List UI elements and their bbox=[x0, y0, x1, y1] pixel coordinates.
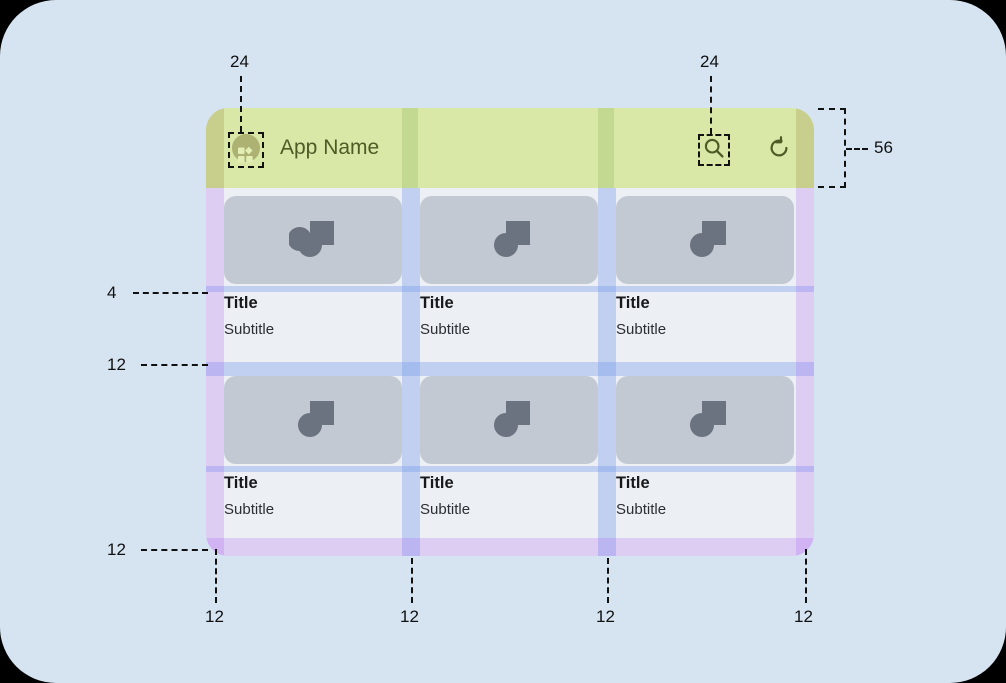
card-text: Title Subtitle bbox=[224, 464, 402, 519]
annotation-label-gutter-left: 12 bbox=[205, 607, 224, 626]
appbar-gutter-overlay-2 bbox=[598, 108, 614, 188]
card-media bbox=[224, 196, 402, 284]
annotation-leader-gutter-left bbox=[215, 549, 217, 603]
card-media bbox=[616, 376, 794, 464]
card-title: Title bbox=[224, 294, 258, 312]
card-title: Title bbox=[224, 474, 258, 492]
card-subtitle: Subtitle bbox=[616, 321, 667, 338]
search-button[interactable] bbox=[700, 134, 728, 162]
card-title: Title bbox=[616, 474, 650, 492]
annotation-leader-row-gap bbox=[141, 364, 208, 366]
card[interactable]: Title Subtitle bbox=[224, 376, 402, 548]
annotation-label-gutter-mid-1: 12 bbox=[400, 607, 419, 626]
annotation-leader-title-spacing bbox=[133, 292, 208, 294]
app-bar: App Name bbox=[206, 108, 814, 188]
refresh-button[interactable] bbox=[766, 135, 792, 161]
card-text: Title Subtitle bbox=[616, 464, 794, 519]
card[interactable]: Title Subtitle bbox=[616, 376, 794, 548]
card[interactable]: Title Subtitle bbox=[420, 376, 598, 548]
card-subtitle: Subtitle bbox=[420, 321, 471, 338]
menu-icon-backdrop bbox=[232, 134, 260, 162]
annotation-label-menu-icon-size: 24 bbox=[230, 52, 249, 71]
annotation-leader-gutter-right bbox=[805, 549, 807, 603]
refresh-icon bbox=[770, 136, 788, 157]
card-text: Title Subtitle bbox=[224, 284, 402, 339]
card-text: Title Subtitle bbox=[616, 284, 794, 339]
app-mockup-frame: App Name bbox=[206, 108, 814, 556]
annotation-label-bottom-padding: 12 bbox=[107, 540, 126, 559]
annotation-leader-bottom-padding bbox=[141, 549, 208, 551]
card-subtitle: Subtitle bbox=[224, 321, 275, 338]
annotation-label-appbar-height: 56 bbox=[874, 138, 893, 157]
card-media bbox=[420, 376, 598, 464]
card[interactable]: Title Subtitle bbox=[224, 196, 402, 368]
card-title: Title bbox=[420, 294, 454, 312]
card-subtitle: Subtitle bbox=[616, 501, 667, 518]
card-media bbox=[224, 376, 402, 464]
card[interactable]: Title Subtitle bbox=[616, 196, 794, 368]
card-subtitle: Subtitle bbox=[420, 501, 471, 518]
apps-grid-icon bbox=[238, 146, 253, 163]
annotation-label-row-gap: 12 bbox=[107, 355, 126, 374]
card-text: Title Subtitle bbox=[420, 464, 598, 519]
appbar-padding-right-overlay bbox=[796, 108, 814, 188]
card-media bbox=[420, 196, 598, 284]
card-title: Title bbox=[616, 294, 650, 312]
card-row: Title Subtitle Title Subtitle bbox=[206, 376, 814, 548]
image-placeholder-icon bbox=[289, 221, 334, 257]
annotation-leader-gutter-mid-2 bbox=[607, 558, 609, 603]
card-subtitle: Subtitle bbox=[224, 501, 275, 518]
image-placeholder-icon bbox=[298, 401, 334, 437]
annotation-leader-search-icon bbox=[710, 76, 712, 134]
annotation-label-gutter-mid-2: 12 bbox=[596, 607, 615, 626]
annotation-leader-menu-icon bbox=[240, 76, 242, 132]
annotation-bracket-appbar-height bbox=[818, 108, 846, 188]
annotation-label-gutter-right: 12 bbox=[794, 607, 813, 626]
annotation-leader-gutter-mid-1 bbox=[411, 558, 413, 603]
app-bar-title: App Name bbox=[280, 136, 380, 159]
card-title: Title bbox=[420, 474, 454, 492]
annotation-leader-appbar-height bbox=[846, 148, 868, 150]
card-row: Title Subtitle Title Subtitle bbox=[206, 196, 814, 368]
image-placeholder-icon bbox=[494, 221, 530, 257]
card-text: Title Subtitle bbox=[420, 284, 598, 339]
image-placeholder-icon bbox=[690, 221, 726, 257]
appbar-gutter-overlay-1 bbox=[402, 108, 418, 188]
appbar-padding-left-overlay bbox=[206, 108, 224, 188]
card[interactable]: Title Subtitle bbox=[420, 196, 598, 368]
image-placeholder-icon bbox=[690, 401, 726, 437]
annotation-label-search-icon-size: 24 bbox=[700, 52, 719, 71]
menu-button[interactable] bbox=[230, 132, 262, 164]
annotation-label-title-spacing: 4 bbox=[107, 283, 117, 302]
card-grid: Title Subtitle Title Subtitle bbox=[206, 188, 814, 556]
card-media bbox=[616, 196, 794, 284]
image-placeholder-icon bbox=[494, 401, 530, 437]
search-icon bbox=[704, 138, 724, 158]
